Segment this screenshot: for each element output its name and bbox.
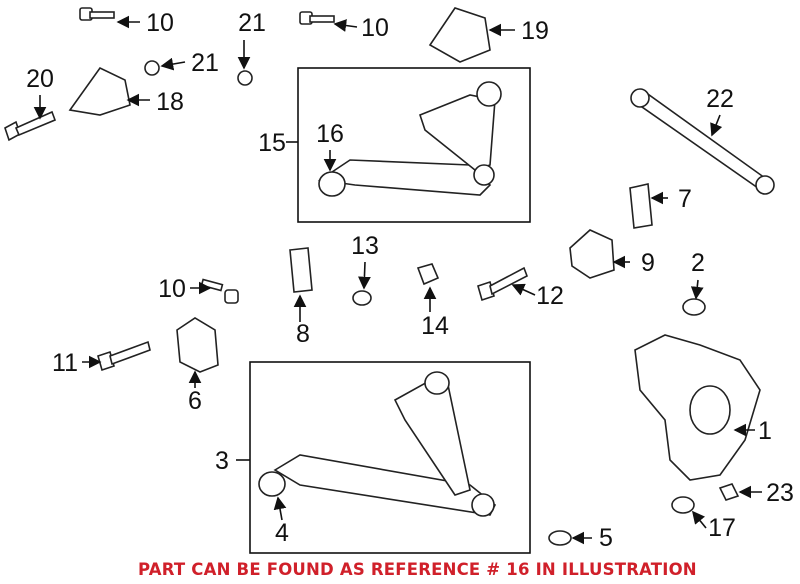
callout-10: 10 [361, 14, 389, 42]
callout-11: 11 [52, 349, 78, 377]
bolt-11 [97, 340, 151, 372]
callout-21: 21 [238, 9, 266, 37]
callout-10: 10 [146, 9, 174, 37]
leader-line-21 [160, 57, 186, 71]
nut-21-center [237, 70, 253, 86]
callout-10: 10 [158, 275, 186, 303]
leader-line-10 [333, 19, 358, 32]
callout-17: 17 [708, 514, 736, 542]
leader-line-13 [358, 261, 371, 290]
callout-1: 1 [758, 417, 772, 445]
callout-5: 5 [599, 524, 613, 552]
lower-arm-group-box [249, 361, 531, 554]
nut-5 [548, 530, 572, 546]
bolt-10-top-center [299, 11, 335, 25]
bracket-6 [176, 317, 219, 373]
callout-14: 14 [421, 312, 449, 340]
bracket-19 [428, 7, 491, 63]
upper-arm-group-box [297, 67, 531, 223]
callout-4: 4 [275, 519, 289, 547]
leader-line-4 [273, 496, 287, 521]
washer-13 [352, 290, 372, 306]
lower-control-arm [273, 454, 497, 516]
callout-12: 12 [536, 282, 564, 310]
leader-line-17 [691, 510, 707, 529]
callout-3: 3 [215, 447, 229, 475]
bolt-10-top-left [79, 7, 115, 21]
nut-23 [718, 483, 740, 501]
leader-lines [33, 15, 762, 545]
callout-15: 15 [258, 129, 286, 157]
callout-22: 22 [706, 85, 734, 113]
bracket-9 [569, 229, 615, 279]
shim-8 [289, 247, 313, 293]
upper-control-arm [317, 159, 492, 196]
parts-drawing [4, 7, 775, 546]
leader-line-12 [511, 283, 536, 296]
bolt-20 [4, 110, 57, 142]
callout-9: 9 [641, 249, 655, 277]
callout-16: 16 [316, 120, 344, 148]
callout-2: 2 [691, 249, 705, 277]
bolt-12 [477, 266, 528, 302]
callout-23: 23 [766, 479, 794, 507]
callout-6: 6 [188, 387, 202, 415]
leader-line-2 [690, 279, 704, 300]
bushing-4 [258, 471, 286, 497]
callout-20: 20 [26, 65, 54, 93]
lateral-link-22 [630, 91, 767, 190]
callout-21: 21 [191, 49, 219, 77]
bracket-18 [68, 66, 131, 116]
nut-21-left [144, 60, 160, 76]
callout-8: 8 [296, 320, 310, 348]
callout-18: 18 [156, 88, 184, 116]
bushing-16 [318, 171, 346, 197]
nut-17 [671, 496, 695, 514]
nut-14 [416, 263, 440, 286]
callout-19: 19 [521, 17, 549, 45]
reference-note: PART CAN BE FOUND AS REFERENCE # 16 IN I… [138, 560, 697, 579]
shim-7 [629, 183, 653, 229]
bolt-10-mid [200, 278, 239, 304]
callout-7: 7 [678, 185, 692, 213]
nut-2 [682, 298, 706, 316]
leader-line-22 [710, 114, 723, 137]
callout-13: 13 [351, 232, 379, 260]
